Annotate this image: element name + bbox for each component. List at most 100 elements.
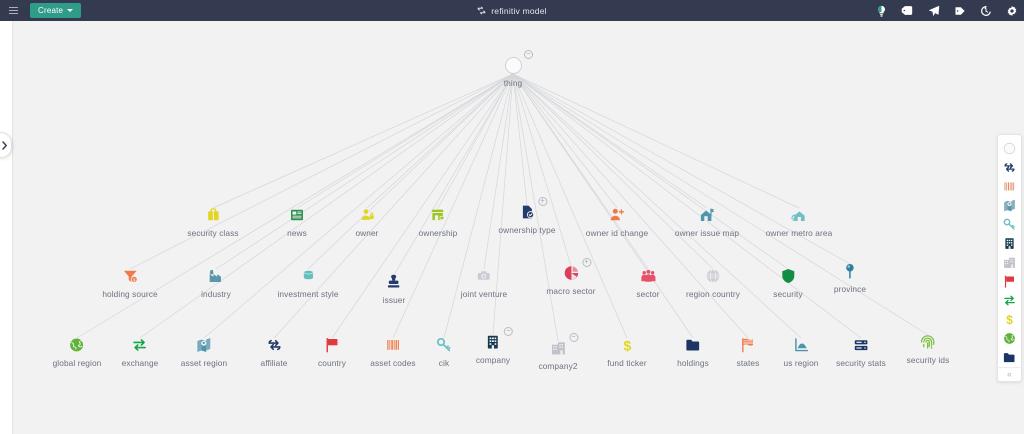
- node-minus-badge[interactable]: −: [504, 327, 513, 336]
- graph-node-us-region[interactable]: us region: [783, 334, 818, 368]
- house-signal-icon: [788, 204, 810, 226]
- graph-node-province[interactable]: province: [834, 260, 866, 294]
- graph-node-exchange[interactable]: exchange: [122, 334, 159, 368]
- asset-codes-shape-icon[interactable]: [997, 177, 1022, 196]
- graph-canvas[interactable]: −thing security class news owner ownership + o…: [0, 21, 1024, 434]
- graph-node-asset-codes[interactable]: asset codes: [370, 334, 416, 368]
- global-region-shape-icon[interactable]: [997, 329, 1022, 348]
- graph-node-ownership[interactable]: ownership: [419, 204, 458, 238]
- graph-node-country[interactable]: country: [318, 334, 346, 368]
- map-marker-icon: [193, 334, 215, 356]
- svg-text:$: $: [133, 277, 136, 282]
- graph-node-thing[interactable]: −thing: [502, 50, 533, 88]
- graph-node-security-class[interactable]: security class: [187, 204, 239, 238]
- handshake-icon: [473, 265, 495, 287]
- key-icon: [433, 334, 455, 356]
- graph-node-owner-metro-area[interactable]: owner metro area: [766, 204, 833, 238]
- graph-node-label: global region: [52, 358, 102, 368]
- graph-node-label: industry: [201, 289, 231, 299]
- pie-chart-icon: +: [560, 258, 591, 284]
- graph-node-label: investment style: [277, 289, 339, 299]
- graph-node-fund-ticker[interactable]: $fund ticker: [607, 334, 646, 368]
- shape-palette[interactable]: $«: [997, 134, 1022, 382]
- graph-node-label: holdings: [677, 358, 709, 368]
- graph-node-investment-style[interactable]: investment style: [277, 265, 338, 299]
- header-icon-group: [876, 0, 1018, 21]
- graph-node-label: news: [287, 228, 307, 238]
- graph-node-company2[interactable]: −company2: [538, 333, 578, 371]
- node-plus-badge[interactable]: +: [538, 197, 547, 206]
- person-plus-icon: [606, 204, 628, 226]
- graph-node-owner-id-change[interactable]: owner id change: [586, 204, 648, 238]
- graph-node-global-region[interactable]: global region: [53, 334, 102, 368]
- exchange-shape-icon[interactable]: [997, 291, 1022, 310]
- company2-shape-icon[interactable]: [997, 253, 1022, 272]
- shield-icon: [777, 265, 799, 287]
- root-node-icon: −: [502, 50, 533, 76]
- graph-node-affiliate[interactable]: affiliate: [260, 334, 287, 368]
- graph-node-label: ownership type: [498, 225, 556, 235]
- graph-node-security[interactable]: security: [773, 265, 803, 299]
- gear-icon[interactable]: [1006, 5, 1018, 17]
- node-minus-badge[interactable]: −: [569, 333, 578, 342]
- graph-node-issuer[interactable]: issuer: [383, 271, 406, 305]
- graph-node-holdings[interactable]: holdings: [677, 334, 709, 368]
- graph-node-label: joint venture: [460, 289, 508, 299]
- node-minus-badge[interactable]: −: [524, 50, 533, 59]
- graph-node-security-ids[interactable]: security ids: [907, 331, 950, 365]
- graph-node-cik[interactable]: cik: [433, 334, 455, 368]
- thing-shape-icon[interactable]: [997, 139, 1022, 158]
- graph-node-industry[interactable]: industry: [201, 265, 231, 299]
- graph-node-macro-sector[interactable]: + macro sector: [546, 258, 596, 296]
- person-lock-icon: [356, 204, 378, 226]
- graph-node-label: macro sector: [546, 286, 596, 296]
- chevron-right-icon: [2, 140, 7, 150]
- graph-node-joint-venture[interactable]: joint venture: [461, 265, 508, 299]
- hamburger-menu-icon[interactable]: [0, 0, 26, 21]
- asset-region-shape-icon[interactable]: [997, 196, 1022, 215]
- label-icon[interactable]: [954, 5, 966, 17]
- paper-plane-icon[interactable]: [928, 5, 940, 17]
- history-icon[interactable]: [980, 5, 992, 17]
- top-bar: Create refinitiv model: [0, 0, 1024, 21]
- folder-icon: [682, 334, 704, 356]
- briefcase-icon: [202, 204, 224, 226]
- fund-ticker-shape-icon[interactable]: $: [997, 310, 1022, 329]
- node-plus-badge[interactable]: +: [582, 258, 591, 267]
- graph-node-label: exchange: [121, 358, 159, 368]
- fingerprint-icon: [917, 331, 939, 353]
- company-shape-icon[interactable]: [997, 234, 1022, 253]
- graph-node-security-stats[interactable]: security stats: [836, 334, 886, 368]
- lightbulb-icon[interactable]: [876, 5, 887, 17]
- graph-node-label: company: [475, 355, 511, 365]
- create-button[interactable]: Create: [30, 3, 82, 18]
- tag-icon[interactable]: [901, 5, 914, 16]
- graph-node-asset-region[interactable]: asset region: [181, 334, 227, 368]
- globe-icon: [66, 334, 88, 356]
- graph-node-sector[interactable]: sector: [636, 265, 660, 299]
- graph-node-label: sector: [636, 289, 660, 299]
- graph-node-region-country[interactable]: region country: [686, 265, 740, 299]
- graph-node-news[interactable]: news: [286, 204, 308, 238]
- circle-outline-icon: [504, 56, 522, 74]
- graph-node-label: issuer: [382, 295, 406, 305]
- cik-shape-icon[interactable]: [997, 215, 1022, 234]
- graph-node-label: fund ticker: [607, 358, 647, 368]
- holdings-shape-icon[interactable]: [997, 348, 1022, 367]
- graph-node-holding-source[interactable]: $holding source: [102, 265, 158, 299]
- swap-arrows-icon: [129, 334, 151, 356]
- document-title: refinitiv model: [0, 0, 1024, 21]
- graph-node-company[interactable]: − company: [475, 327, 513, 365]
- coins-icon: [297, 265, 319, 287]
- country-shape-icon[interactable]: [997, 272, 1022, 291]
- graph-node-states[interactable]: states: [737, 334, 760, 368]
- graph-node-label: country: [318, 358, 346, 368]
- affiliate-shape-icon[interactable]: [997, 158, 1022, 177]
- store-lock-icon: [427, 204, 449, 226]
- graph-node-ownership-type[interactable]: + ownership type: [498, 197, 556, 235]
- graph-node-label: owner metro area: [765, 228, 833, 238]
- house-flag-icon: [696, 204, 718, 226]
- graph-node-owner-issue-map[interactable]: owner issue map: [675, 204, 739, 238]
- graph-node-owner[interactable]: owner: [355, 204, 378, 238]
- double-chevron-left-icon[interactable]: «: [997, 367, 1022, 380]
